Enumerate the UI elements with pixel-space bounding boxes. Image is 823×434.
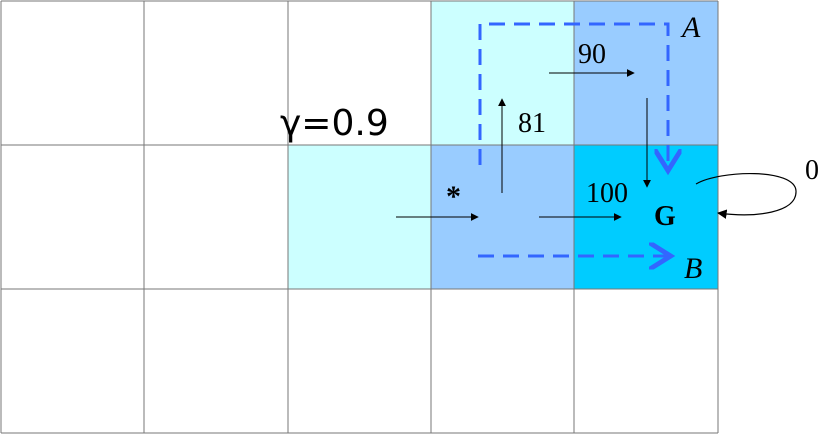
value-0: 0	[805, 155, 819, 186]
gamma-label: γ=0.9	[280, 103, 389, 144]
dashed-path-a	[478, 22, 668, 168]
path-label-b: B	[684, 252, 702, 285]
path-label-a: A	[680, 11, 701, 44]
value-90: 90	[578, 39, 606, 70]
value-81: 81	[518, 108, 546, 139]
star-label: *	[446, 180, 461, 213]
self-loop-arrow	[695, 173, 797, 219]
value-100: 100	[586, 178, 628, 209]
goal-label: G	[654, 201, 676, 232]
